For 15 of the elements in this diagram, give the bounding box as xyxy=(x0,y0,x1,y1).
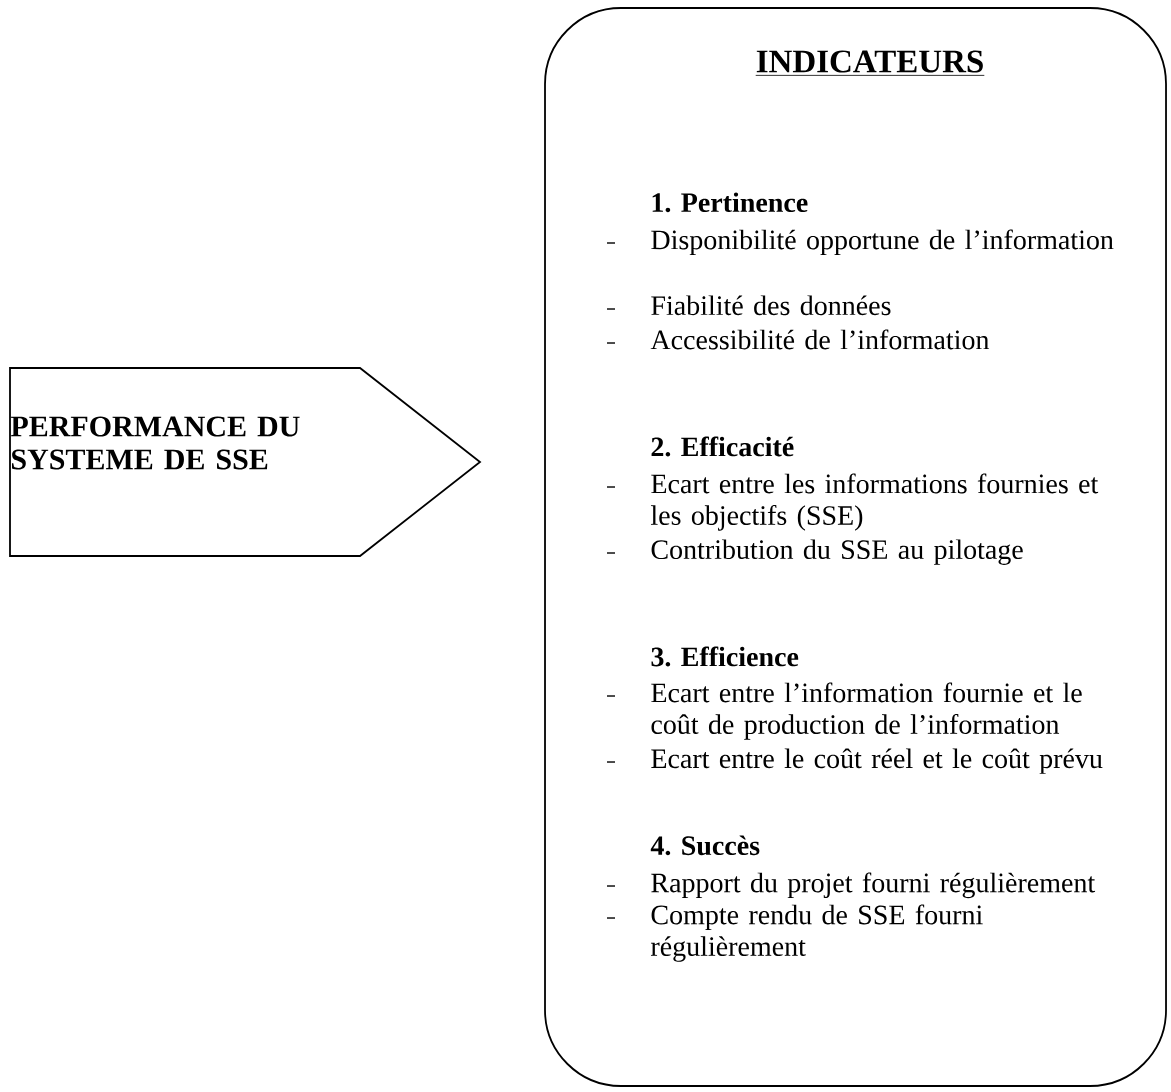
rounded-box xyxy=(544,7,1167,1087)
list-item: Compte rendu de SSE fourni régulièrement xyxy=(651,904,983,962)
section-heading: 1. Pertinence xyxy=(652,192,808,213)
heading: INDICATEURS xyxy=(755,50,985,76)
list-item: Rapport du projet fourni régulièrement xyxy=(651,872,1096,899)
list-item: Fiabilité des données xyxy=(651,295,891,316)
section-heading: 4. Succès xyxy=(650,835,760,856)
section-heading: 3. Efficience xyxy=(651,646,799,667)
list-item: Ecart entre l’information fournie et le coût de production de l’information xyxy=(651,682,1082,740)
list-item: Accessibilité de l’information xyxy=(650,329,990,350)
list-item: Contribution du SSE au pilotage xyxy=(651,539,1023,565)
list-item: Disponibilité opportune de l’information xyxy=(651,229,1114,256)
list-item: Ecart entre les informations fournies et les objectifs (SSE) xyxy=(651,473,1099,531)
list-item: Ecart entre le coût réel et le coût prévu xyxy=(651,748,1103,774)
section-heading: 2. Efficacité xyxy=(651,436,794,457)
